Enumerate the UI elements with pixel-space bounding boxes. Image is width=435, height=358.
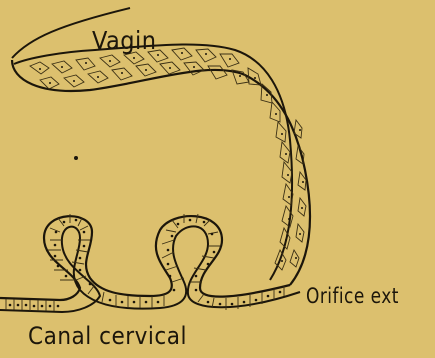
label-vagin: Vagin	[92, 26, 157, 55]
speck	[74, 156, 78, 160]
label-orifice-ext: Orifice ext	[306, 284, 399, 308]
squamous-cells	[30, 48, 306, 270]
squamous-epithelium-outer	[12, 60, 310, 285]
columnar-epithelium-outer	[0, 216, 290, 300]
label-canal-cervical: Canal cervical	[28, 322, 187, 350]
